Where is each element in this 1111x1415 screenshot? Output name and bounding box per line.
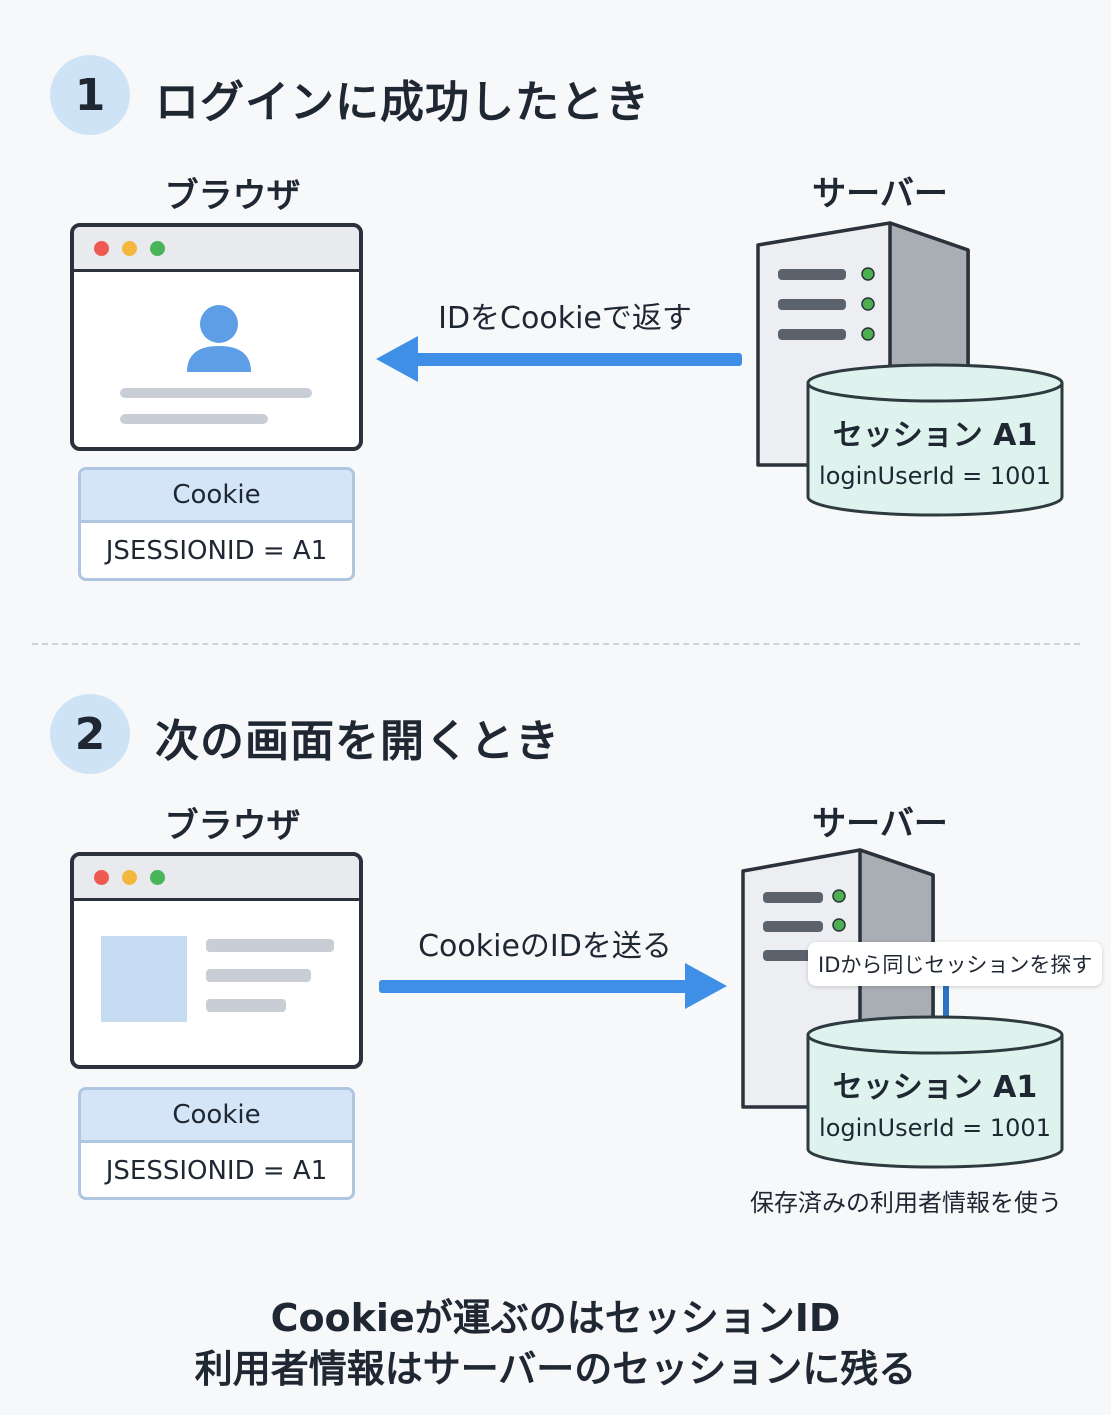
lookup-callout: IDから同じセッションを探す <box>808 942 1103 986</box>
browser-titlebar <box>74 227 359 272</box>
summary-line-1: Cookieが運ぶのはセッションID <box>270 1296 841 1340</box>
arrow-label-2: CookieのIDを送る <box>418 929 672 964</box>
section-divider <box>32 643 1080 645</box>
placeholder-line <box>206 939 334 952</box>
database-icon <box>806 1015 1064 1055</box>
arrow-shaft <box>412 353 742 366</box>
session-name: セッション A1 <box>833 1070 1038 1105</box>
arrow-label-1: IDをCookieで返す <box>438 301 692 336</box>
maximize-dot-icon <box>150 241 165 256</box>
step-1-number: 1 <box>74 69 106 121</box>
user-body-icon <box>187 346 251 372</box>
session-caption: 保存済みの利用者情報を使う <box>750 1189 1062 1217</box>
minimize-dot-icon <box>122 241 137 256</box>
lookup-arrow-shaft <box>943 985 949 1023</box>
placeholder-line <box>206 999 286 1012</box>
arrow-right-head-icon <box>685 963 727 1009</box>
session-database-1: セッション A1 loginUserId = 1001 <box>806 363 1064 517</box>
browser-label-1: ブラウザ <box>164 176 301 216</box>
page-content <box>101 936 334 1022</box>
cookie-header: Cookie <box>81 470 352 523</box>
step-1-title: ログインに成功したとき <box>155 77 650 128</box>
user-profile-content <box>120 305 312 424</box>
minimize-dot-icon <box>122 870 137 885</box>
step-2-title: 次の画面を開くとき <box>155 716 560 767</box>
session-database-2: セッション A1 loginUserId = 1001 <box>806 1015 1064 1169</box>
user-avatar-icon <box>200 305 238 343</box>
status-light-icon <box>861 267 875 281</box>
browser-window-2 <box>70 852 363 1069</box>
status-light-icon <box>832 918 846 932</box>
cookie-header: Cookie <box>81 1090 352 1143</box>
session-name: セッション A1 <box>833 418 1038 453</box>
step-2-badge: 2 <box>50 694 130 774</box>
placeholder-line <box>120 388 312 398</box>
arrow-shaft <box>379 980 691 993</box>
summary-line-2: 利用者情報はサーバーのセッションに残る <box>194 1347 917 1391</box>
browser-titlebar <box>74 856 359 901</box>
cookie-card-1: Cookie JSESSIONID = A1 <box>78 467 355 581</box>
step-1-badge: 1 <box>50 55 130 135</box>
arrow-left-head-icon <box>376 336 418 382</box>
browser-label-2: ブラウザ <box>164 806 301 846</box>
step-2-number: 2 <box>74 708 106 760</box>
close-dot-icon <box>94 870 109 885</box>
server-label-2: サーバー <box>812 804 948 844</box>
image-placeholder-icon <box>101 936 187 1022</box>
cookie-value: JSESSIONID = A1 <box>105 1156 328 1186</box>
session-value: loginUserId = 1001 <box>819 1114 1051 1142</box>
session-value: loginUserId = 1001 <box>819 462 1051 490</box>
send-arrow-2 <box>379 963 727 1009</box>
return-arrow-1 <box>376 336 742 382</box>
cookie-value: JSESSIONID = A1 <box>105 536 328 566</box>
status-light-icon <box>832 889 846 903</box>
server-1: セッション A1 loginUserId = 1001 <box>756 221 1064 517</box>
close-dot-icon <box>94 241 109 256</box>
maximize-dot-icon <box>150 870 165 885</box>
cookie-card-2: Cookie JSESSIONID = A1 <box>78 1087 355 1200</box>
placeholder-line <box>206 969 311 982</box>
browser-window-1 <box>70 223 363 451</box>
status-light-icon <box>861 327 875 341</box>
status-light-icon <box>861 297 875 311</box>
server-2: セッション A1 loginUserId = 1001 <box>741 848 1064 1169</box>
placeholder-line <box>120 414 268 424</box>
server-label-1: サーバー <box>812 174 948 214</box>
database-icon <box>806 363 1064 403</box>
